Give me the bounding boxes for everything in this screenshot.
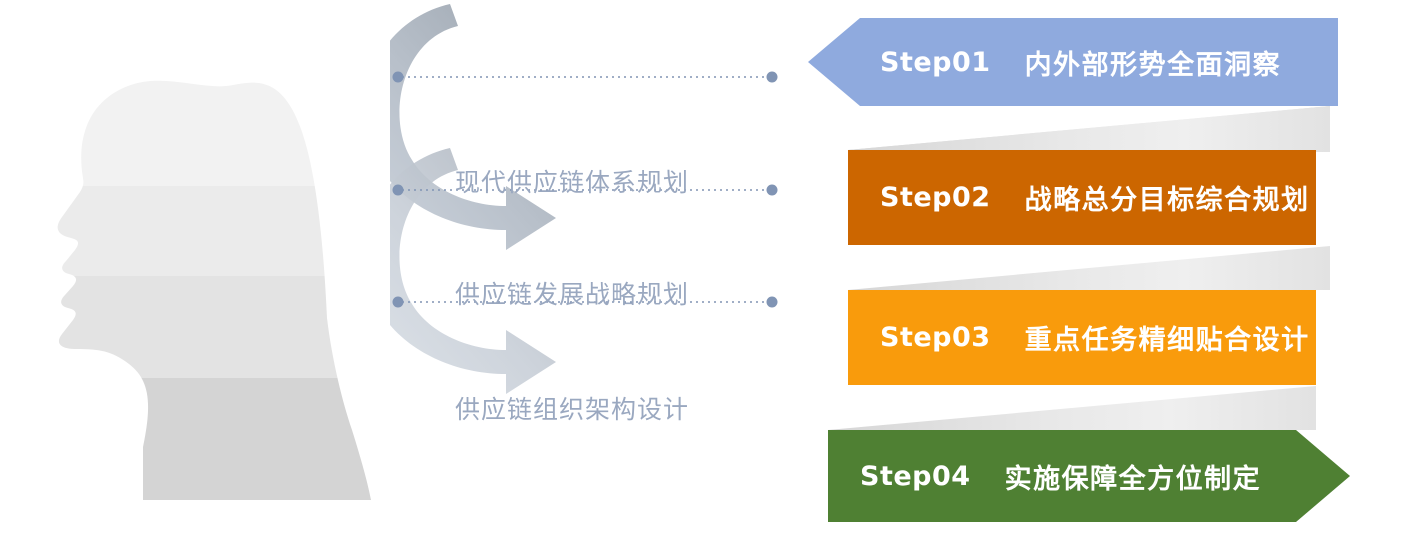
steps-column: Step01 内外部形势全面洞察 Step02 战略总分目标综合规划 Step0…: [800, 0, 1408, 538]
head-silhouette-bands: [57, 80, 372, 500]
step-bar-3[interactable]: Step03 重点任务精细贴合设计: [848, 290, 1316, 385]
head-illustration: [0, 0, 420, 538]
step-title-2: 战略总分目标综合规划: [1024, 185, 1310, 216]
connector-ribbon-2: [848, 246, 1330, 290]
dot-left: [392, 296, 404, 308]
head-band-upper: [57, 186, 372, 276]
head-band-middle: [57, 276, 372, 378]
dotted-connector-1: [392, 71, 778, 83]
dot-right: [766, 71, 778, 83]
step-bar-4[interactable]: Step04 实施保障全方位制定: [828, 430, 1350, 522]
step-bar-2[interactable]: Step02 战略总分目标综合规划: [848, 150, 1316, 245]
connector-ribbon-1c: [848, 106, 1330, 156]
middle-label-2: 供应链发展战略规划: [455, 280, 690, 309]
step-bar-1[interactable]: Step01 内外部形势全面洞察: [808, 18, 1338, 106]
middle-label-3: 供应链组织架构设计: [455, 395, 690, 424]
step-title-4: 实施保障全方位制定: [1004, 463, 1262, 495]
head-band-lower: [57, 378, 372, 500]
middle-label-1: 现代供应链体系规划: [455, 168, 690, 197]
dotted-connector-2: [392, 184, 778, 196]
step-number-2: Step02: [880, 182, 991, 213]
step-title-3: 重点任务精细贴合设计: [1024, 325, 1310, 356]
step-number-3: Step03: [880, 322, 991, 353]
step-number-4: Step04: [860, 460, 971, 492]
connector-ribbon-3: [828, 386, 1316, 430]
middle-column: 现代供应链体系规划 供应链发展战略规划 供应链组织架构设计: [390, 0, 800, 538]
dot-left: [392, 71, 404, 83]
dot-right: [766, 184, 778, 196]
step-number-1: Step01: [880, 46, 991, 78]
curved-arrow-1: [390, 4, 556, 250]
dotted-connector-3: [392, 296, 778, 308]
dot-right: [766, 296, 778, 308]
head-band-top: [57, 80, 372, 186]
curved-arrow-2: [390, 148, 556, 394]
step-title-1: 内外部形势全面洞察: [1024, 49, 1282, 81]
dot-left: [392, 184, 404, 196]
